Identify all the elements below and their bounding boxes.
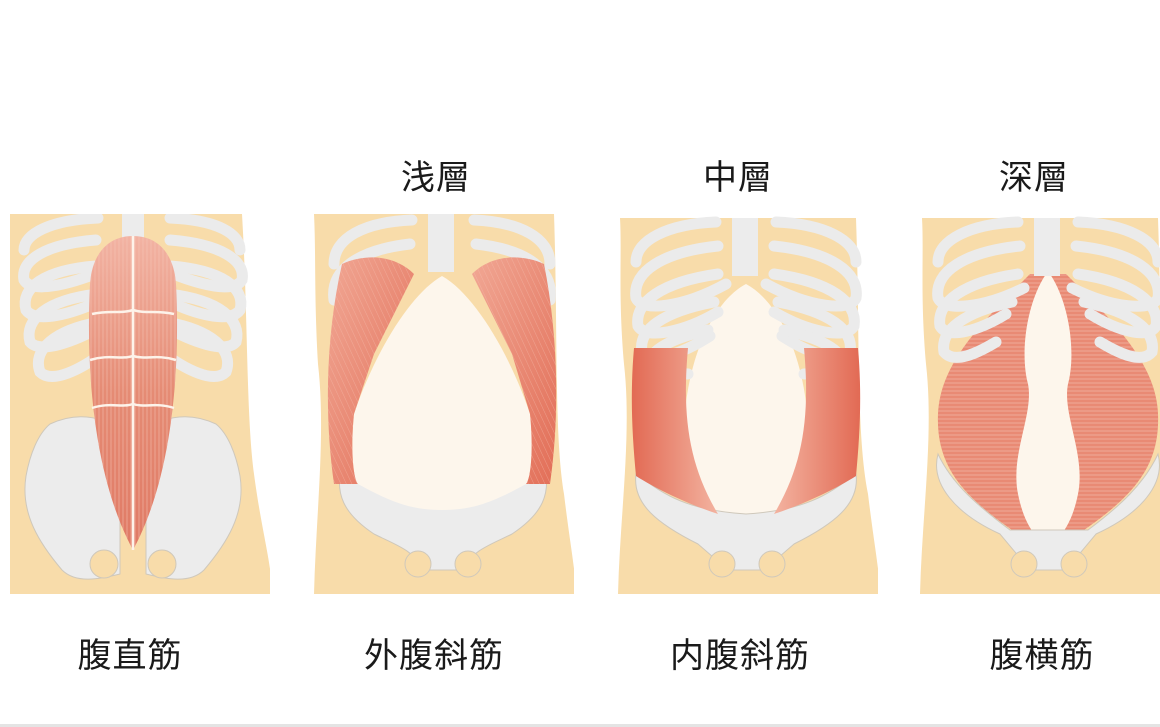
label-rectus-abdominis: 腹直筋	[77, 636, 183, 676]
layer-title-middle: 中層	[703, 158, 773, 198]
torso-illustration	[314, 214, 574, 594]
layer-title-deep: 深層	[999, 158, 1069, 198]
torso-illustration	[618, 216, 878, 594]
label-external-oblique: 外腹斜筋	[364, 636, 504, 676]
torso-illustration	[920, 216, 1160, 594]
label-transversus-abdominis: 腹横筋	[989, 636, 1095, 676]
torso-illustration	[10, 214, 270, 594]
transversus-abdominis-illustration	[920, 214, 1160, 594]
external-oblique-illustration	[314, 214, 574, 594]
layer-title-superficial: 浅層	[401, 158, 471, 198]
rectus-abdominis-illustration	[10, 214, 270, 594]
label-internal-oblique: 内腹斜筋	[670, 636, 810, 676]
internal-oblique-illustration	[618, 214, 878, 594]
bottom-divider	[0, 724, 1160, 727]
